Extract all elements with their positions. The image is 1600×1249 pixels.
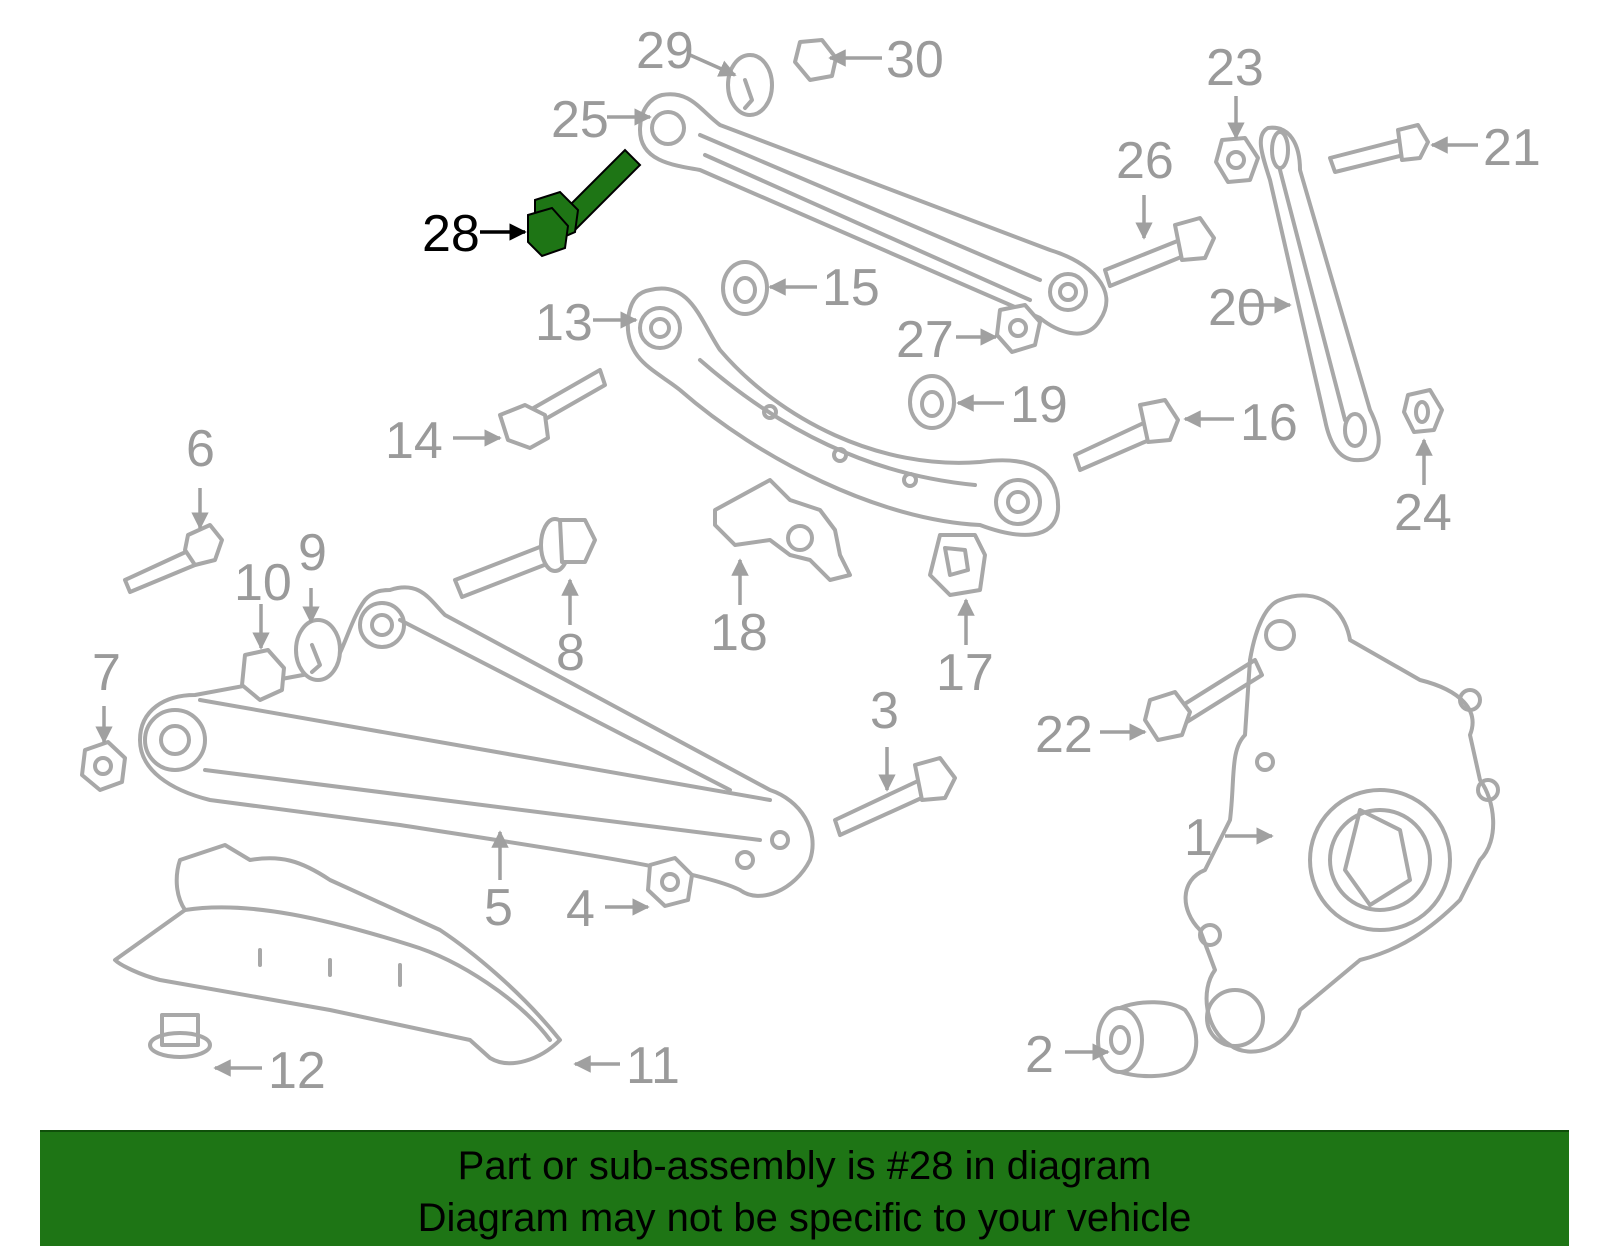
callout-28: 28 bbox=[422, 205, 480, 263]
bolt-6 bbox=[123, 523, 224, 594]
washer-15 bbox=[721, 260, 769, 316]
nut-23 bbox=[1214, 136, 1260, 184]
callout-15: 15 bbox=[822, 259, 880, 317]
callout-30: 30 bbox=[886, 31, 944, 89]
callout-5: 5 bbox=[484, 879, 513, 937]
cam-nut-30 bbox=[793, 38, 838, 82]
callout-1: 1 bbox=[1184, 809, 1213, 867]
bolt-28-highlighted[interactable] bbox=[527, 148, 642, 258]
cam-washer-9 bbox=[294, 618, 342, 682]
nut-27 bbox=[995, 303, 1042, 354]
bolt-3 bbox=[833, 756, 957, 837]
callout-13: 13 bbox=[535, 294, 593, 352]
callout-20: 20 bbox=[1208, 279, 1266, 337]
knuckle-1 bbox=[1183, 593, 1500, 1054]
callout-3: 3 bbox=[870, 682, 899, 740]
callout-29: 29 bbox=[636, 22, 694, 80]
callout-9: 9 bbox=[298, 524, 327, 582]
bolt-21 bbox=[1328, 123, 1430, 174]
callout-6: 6 bbox=[186, 420, 215, 478]
nut-24 bbox=[1402, 388, 1444, 434]
upper-link-arm-25 bbox=[638, 92, 1109, 336]
plug-12 bbox=[148, 1013, 212, 1059]
bolt-8 bbox=[453, 517, 597, 599]
nut-4 bbox=[646, 856, 694, 908]
callout-7: 7 bbox=[92, 644, 121, 702]
callout-24: 24 bbox=[1394, 484, 1452, 542]
washer-19 bbox=[908, 374, 956, 430]
callout-21: 21 bbox=[1483, 119, 1541, 177]
bracket-18 bbox=[713, 478, 852, 582]
cam-nut-10 bbox=[240, 648, 286, 702]
callout-18: 18 bbox=[710, 604, 768, 662]
cam-washer-29 bbox=[726, 53, 774, 117]
banner-line-2: Diagram may not be specific to your vehi… bbox=[417, 1196, 1192, 1240]
mount-17 bbox=[928, 533, 987, 597]
callout-16: 16 bbox=[1240, 394, 1298, 452]
callout-22: 22 bbox=[1035, 706, 1093, 764]
callout-17: 17 bbox=[936, 644, 994, 702]
splash-shield-11 bbox=[113, 843, 562, 1066]
info-banner: Part or sub-assembly is #28 in diagram D… bbox=[40, 1130, 1569, 1246]
callout-8: 8 bbox=[556, 624, 585, 682]
bolt-16 bbox=[1073, 398, 1180, 472]
callout-arrows bbox=[95, 49, 1478, 1077]
callout-26: 26 bbox=[1116, 132, 1174, 190]
callout-23: 23 bbox=[1206, 39, 1264, 97]
nut-7 bbox=[80, 740, 127, 792]
callout-25: 25 bbox=[551, 91, 609, 149]
parts-diagram: 29 30 25 23 21 26 28 15 13 20 27 19 14 1… bbox=[80, 22, 1541, 1100]
toe-link-20 bbox=[1258, 125, 1381, 463]
callout-14: 14 bbox=[385, 412, 443, 470]
callout-2: 2 bbox=[1025, 1026, 1054, 1084]
bolt-14 bbox=[498, 368, 607, 450]
callout-11: 11 bbox=[626, 1037, 680, 1095]
callout-10: 10 bbox=[234, 554, 292, 612]
callout-labels: 29 30 25 23 21 26 28 15 13 20 27 19 14 1… bbox=[92, 22, 1541, 1100]
bushing-2 bbox=[1096, 1000, 1199, 1079]
callout-12: 12 bbox=[268, 1042, 326, 1100]
callout-27: 27 bbox=[896, 311, 954, 369]
banner-line-1: Part or sub-assembly is #28 in diagram bbox=[457, 1144, 1152, 1188]
control-link-13 bbox=[625, 286, 1061, 537]
callout-19: 19 bbox=[1010, 376, 1068, 434]
callout-4: 4 bbox=[566, 880, 595, 938]
bolt-22 bbox=[1143, 658, 1264, 742]
bolt-26 bbox=[1103, 216, 1216, 288]
